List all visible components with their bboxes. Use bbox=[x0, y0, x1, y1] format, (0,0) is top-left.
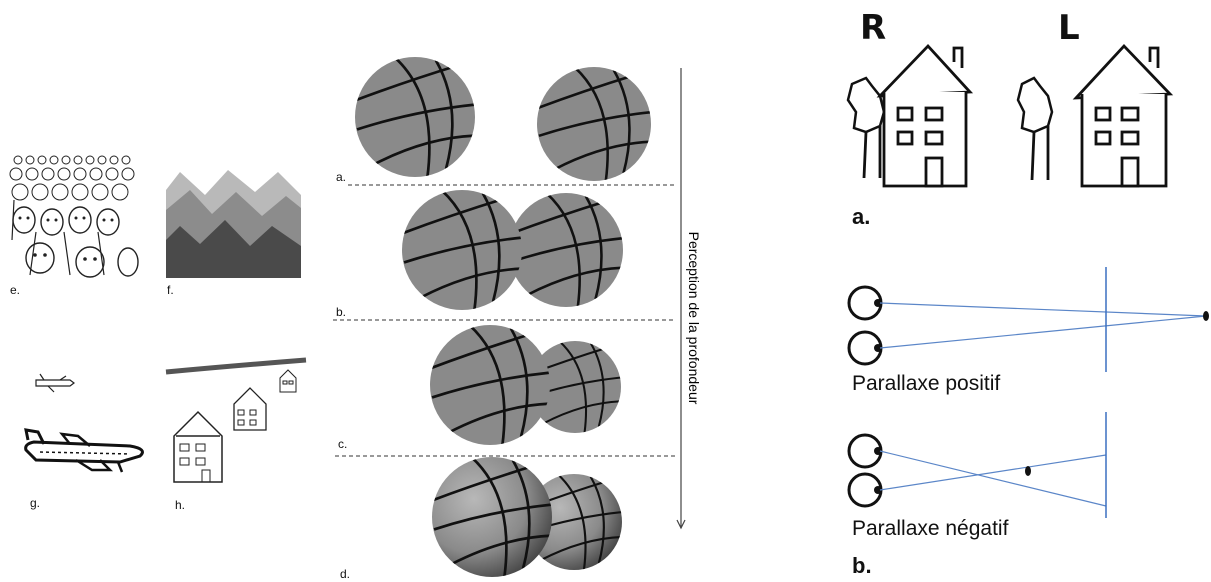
stereo-house-left-eye bbox=[1016, 43, 1174, 188]
label-right-a: a. bbox=[852, 204, 871, 229]
row-separators bbox=[333, 184, 676, 457]
label-e: e. bbox=[10, 283, 21, 297]
depth-arrow bbox=[676, 68, 686, 530]
right-eye-label: R bbox=[860, 8, 887, 48]
ball-row-c-left bbox=[430, 325, 550, 445]
label-h: h. bbox=[175, 498, 186, 512]
ball-row-d-right bbox=[525, 473, 623, 571]
houses-illustration bbox=[165, 357, 307, 483]
positive-parallax-label: Parallaxe positif bbox=[852, 372, 1001, 395]
basketball-rows bbox=[355, 57, 651, 577]
label-row-d: d. bbox=[340, 567, 351, 581]
negative-parallax-diagram bbox=[847, 412, 1107, 518]
positive-parallax-diagram bbox=[847, 267, 1209, 372]
negative-parallax-label: Parallaxe négatif bbox=[852, 517, 1009, 540]
mountains-illustration bbox=[166, 170, 301, 278]
label-g: g. bbox=[30, 496, 41, 510]
label-row-a: a. bbox=[336, 170, 347, 184]
label-row-b: b. bbox=[336, 305, 347, 319]
ball-row-d-left bbox=[432, 457, 552, 577]
ball-row-b-left bbox=[402, 190, 522, 310]
label-row-c: c. bbox=[338, 437, 348, 451]
ball-row-a-left bbox=[355, 57, 475, 178]
airplanes-illustration bbox=[24, 373, 144, 473]
ball-row-c-right bbox=[528, 340, 622, 434]
ball-row-a-right bbox=[537, 67, 651, 181]
stereo-house-right-eye bbox=[846, 43, 974, 188]
depth-perception-label: Perception de la profondeur bbox=[686, 231, 702, 405]
left-eye-label: L bbox=[1058, 8, 1080, 48]
label-f: f. bbox=[167, 283, 174, 297]
crowd-illustration bbox=[9, 153, 139, 278]
ball-row-b-right bbox=[509, 193, 623, 307]
label-right-b: b. bbox=[852, 553, 872, 578]
